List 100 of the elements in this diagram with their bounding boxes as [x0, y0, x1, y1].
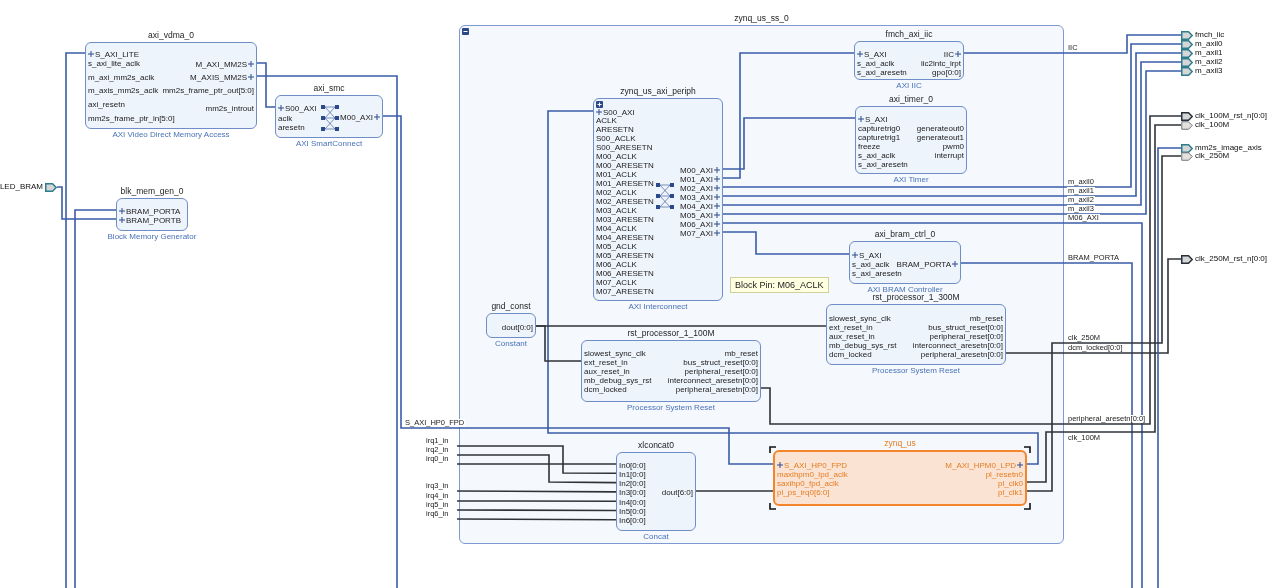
port-label: clk_250M [1195, 152, 1230, 160]
pin-label: s_axi_aresetn [857, 67, 907, 77]
block-type-label: AXI Interconnect [628, 302, 688, 312]
pin-label: M04_ARESETN [596, 232, 654, 242]
pin-label: M00_ACLK [596, 152, 637, 162]
pin-label: dcm_locked [829, 349, 872, 359]
pin-label: In1[0:0] [619, 469, 646, 479]
pin-label: In4[0:0] [619, 497, 646, 507]
pin-label: mm2s_frame_ptr_out[5:0] [162, 85, 254, 95]
pin-label: pwm0 [942, 141, 964, 151]
block-type-label: AXI BRAM Controller [867, 285, 943, 294]
bus-connector [65, 52, 86, 588]
pin-label: gpo[0:0] [932, 67, 961, 77]
pin-label: s_axi_aclk [857, 58, 895, 68]
port-label: fmch_iic [1195, 31, 1225, 39]
pin-label: bus_struct_reset[0:0] [683, 357, 758, 367]
wire [1005, 258, 1182, 354]
port-label: m_axil0 [1195, 40, 1223, 48]
pin-label: s_axi_aresetn [858, 159, 908, 169]
pin-label: In2[0:0] [619, 479, 646, 489]
pin-label: S00_ARESETN [596, 143, 653, 153]
bus-connector [963, 34, 1182, 54]
pin-label: M05_ARESETN [596, 250, 654, 260]
bus-connector [256, 62, 276, 108]
pin-label: s_axi_lite_aclk [88, 58, 141, 68]
pin-label: capturetrig1 [858, 132, 901, 142]
wire [695, 490, 774, 492]
pin-label: M03_AXI [680, 192, 713, 202]
pin-label: aresetn [278, 122, 305, 132]
pin-label: s_axi_aresetn [852, 268, 902, 278]
pin-label: m_axis_mm2s_aclk [88, 85, 159, 95]
pin-label: M07_AXI [680, 228, 713, 238]
port-label: m_axil3 [1195, 67, 1223, 75]
port-label: clk_100M_rst_n[0:0] [1195, 112, 1268, 120]
block-title: axi_smc [313, 83, 345, 94]
pin-label: In6[0:0] [619, 516, 646, 526]
block-title: axi_vdma_0 [148, 30, 194, 41]
pin-label: M04_ACLK [596, 223, 637, 233]
pin-label: ACLK [596, 116, 617, 126]
pin-label: S_AXI [865, 114, 888, 124]
pin-label: peripheral_aresetn[0:0] [920, 349, 1003, 359]
wire [456, 490, 617, 493]
bus-connector [56, 186, 117, 220]
block-type-label: Processor System Reset [872, 366, 960, 376]
pin-label: IIC [943, 49, 954, 59]
bus-connector [722, 231, 850, 255]
bus-connector [382, 115, 774, 465]
pin-label: M00_AXI [340, 112, 373, 122]
pin-label: M05_ACLK [596, 241, 637, 251]
port-label: m_axil1 [1195, 49, 1223, 57]
wire [535, 325, 827, 327]
port-label: LED_BRAM [0, 183, 43, 191]
pin-label: s_axi_aclk [852, 259, 890, 269]
port-label: clk_100M [1195, 121, 1230, 129]
pin-label: interconnect_aresetn[0:0] [667, 375, 758, 385]
bus-connector [722, 52, 855, 179]
pin-label: pl_clk0 [998, 478, 1023, 488]
pin-label: S_AXI [859, 250, 882, 260]
pin-label: interrupt [934, 150, 964, 160]
pin-label: dcm_locked [584, 384, 627, 394]
block-title: blk_mem_gen_0 [120, 186, 184, 197]
wire [456, 463, 617, 465]
pin-label: pl_ps_irq0[6:0] [777, 487, 830, 497]
pin-label: S_AXI_LITE [95, 49, 140, 59]
pin-label: mb_reset [969, 313, 1003, 323]
wire [456, 445, 617, 475]
pin-label: mm2s_frame_ptr_in[5:0] [88, 113, 175, 123]
pin-label: M03_ACLK [596, 205, 637, 215]
pin-label: M00_ARESETN [596, 161, 654, 171]
bus-connector [960, 262, 1133, 588]
wire [456, 509, 617, 512]
pin-label: pl_clk1 [998, 487, 1023, 497]
pin-label: generateout1 [916, 132, 964, 142]
block-type-label: AXI SmartConnect [295, 139, 363, 149]
bus-connector [547, 110, 1039, 465]
block-title: zynq_us_axi_periph [620, 86, 696, 97]
pin-label: In5[0:0] [619, 507, 646, 516]
pin-label: ARESETN [596, 125, 634, 135]
bus-connector [722, 222, 1143, 588]
wire [456, 500, 617, 502]
pin-label: M02_AXI [680, 183, 713, 193]
block-title: fmch_axi_iic [885, 29, 933, 40]
block-title: rst_processor_1_300M [872, 292, 960, 303]
block-title: axi_timer_0 [889, 94, 933, 105]
pin-label: M01_AXI [680, 174, 713, 184]
pin-label: interconnect_aresetn[0:0] [912, 340, 1003, 350]
port-label: mm2s_image_axis [1195, 144, 1262, 152]
pin-label: mm2s_introut [205, 103, 254, 113]
pin-label: pl_resetn0 [985, 469, 1023, 479]
block-title: zynq_us [884, 438, 916, 449]
pin-label: M06_ACLK [596, 259, 637, 269]
pin-label: In3[0:0] [619, 488, 646, 498]
bus-connector [256, 75, 398, 588]
pin-label: peripheral_reset[0:0] [929, 331, 1003, 341]
pin-label: dout[0:0] [501, 322, 533, 332]
pin-label: M07_ACLK [596, 277, 637, 287]
wire [456, 518, 617, 521]
pin-label: BRAM_PORTA [896, 259, 951, 269]
pin-label: M_AXIS_MM2S [190, 72, 247, 82]
bus-connector [1157, 147, 1182, 588]
